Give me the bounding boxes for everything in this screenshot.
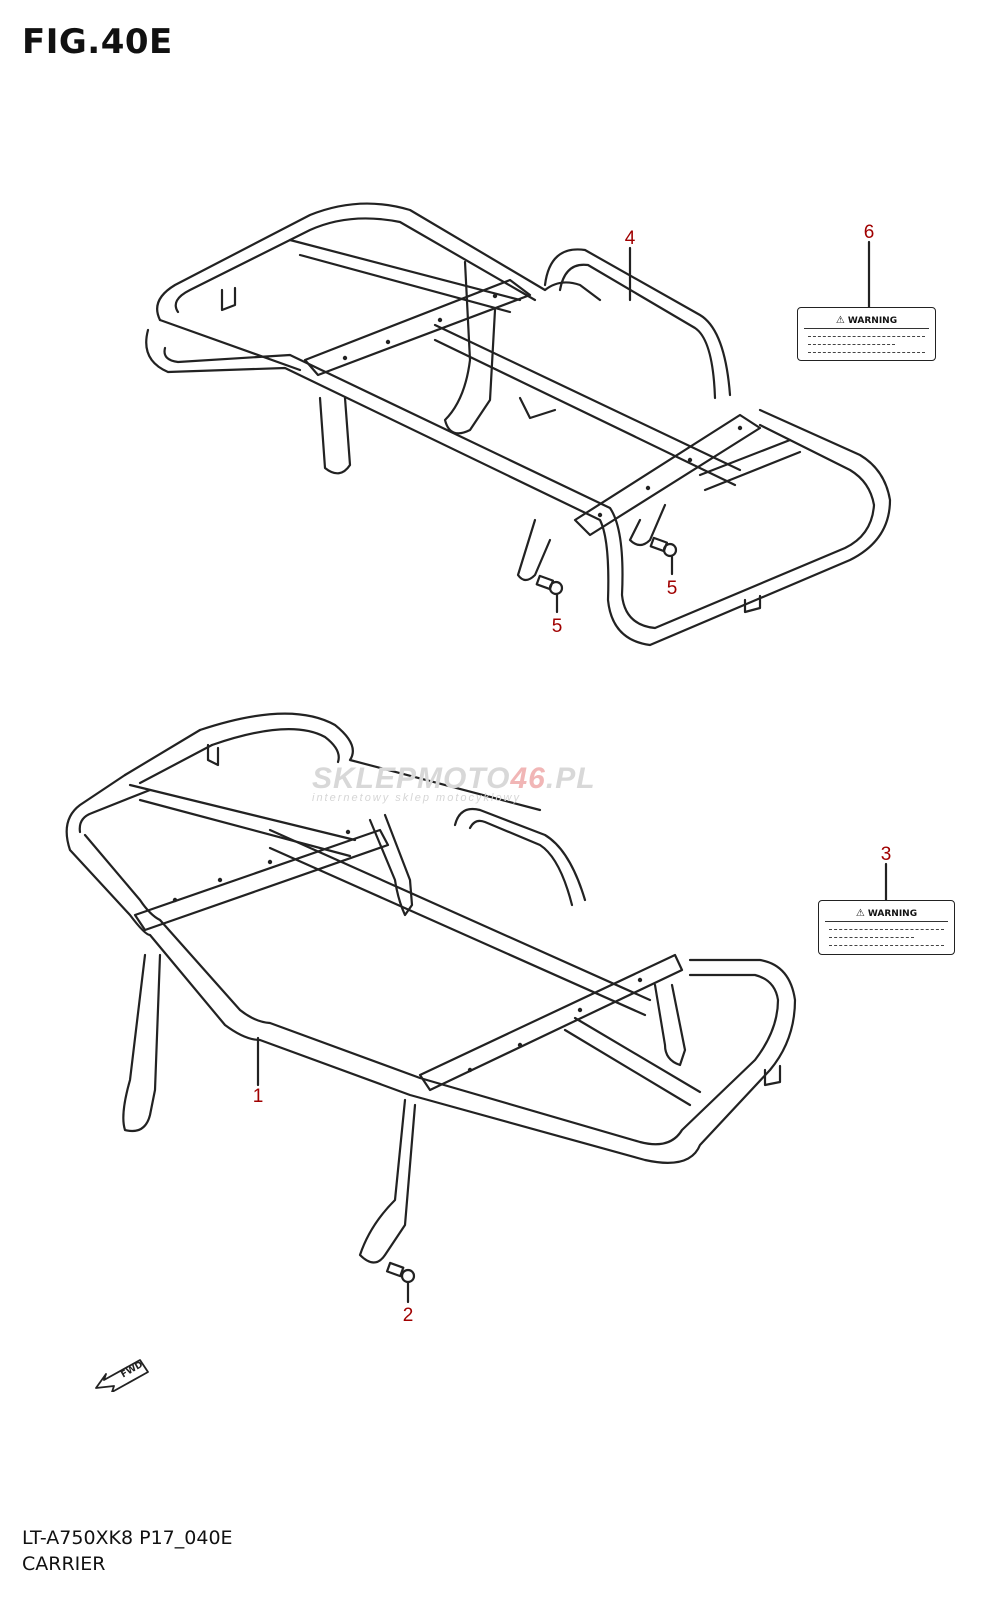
watermark-tagline: internetowy sklep motocyklowy (312, 792, 522, 804)
watermark-logo: SKLEPMOTO46.PL (312, 762, 596, 795)
bolt-5-a (535, 574, 564, 596)
bolt-2 (385, 1261, 416, 1284)
warning-label-6: ⚠WARNING (797, 307, 936, 361)
rear-carrier-rack (65, 712, 797, 1264)
model-code: LT-A750XK8 P17_040E (22, 1527, 233, 1549)
figure-title: FIG.40E (22, 22, 173, 62)
callout-1: 1 (252, 1086, 264, 1107)
warning-triangle-icon: ⚠ (855, 908, 865, 919)
callout-5-b: 5 (666, 578, 678, 599)
warning-label-3: ⚠WARNING (818, 900, 955, 955)
fwd-arrow-icon: FWD (95, 1359, 149, 1392)
warning-label-header: ⚠WARNING (855, 908, 918, 919)
callout-3: 3 (880, 844, 892, 865)
bolt-5-b (649, 536, 678, 558)
callout-5-a: 5 (551, 616, 563, 637)
section-name: CARRIER (22, 1553, 106, 1575)
callout-4: 4 (624, 228, 636, 249)
warning-triangle-icon: ⚠ (835, 315, 845, 326)
callout-6: 6 (863, 222, 875, 243)
callout-2: 2 (402, 1305, 414, 1326)
front-carrier-rack (145, 202, 892, 647)
warning-label-header: ⚠WARNING (835, 315, 898, 326)
